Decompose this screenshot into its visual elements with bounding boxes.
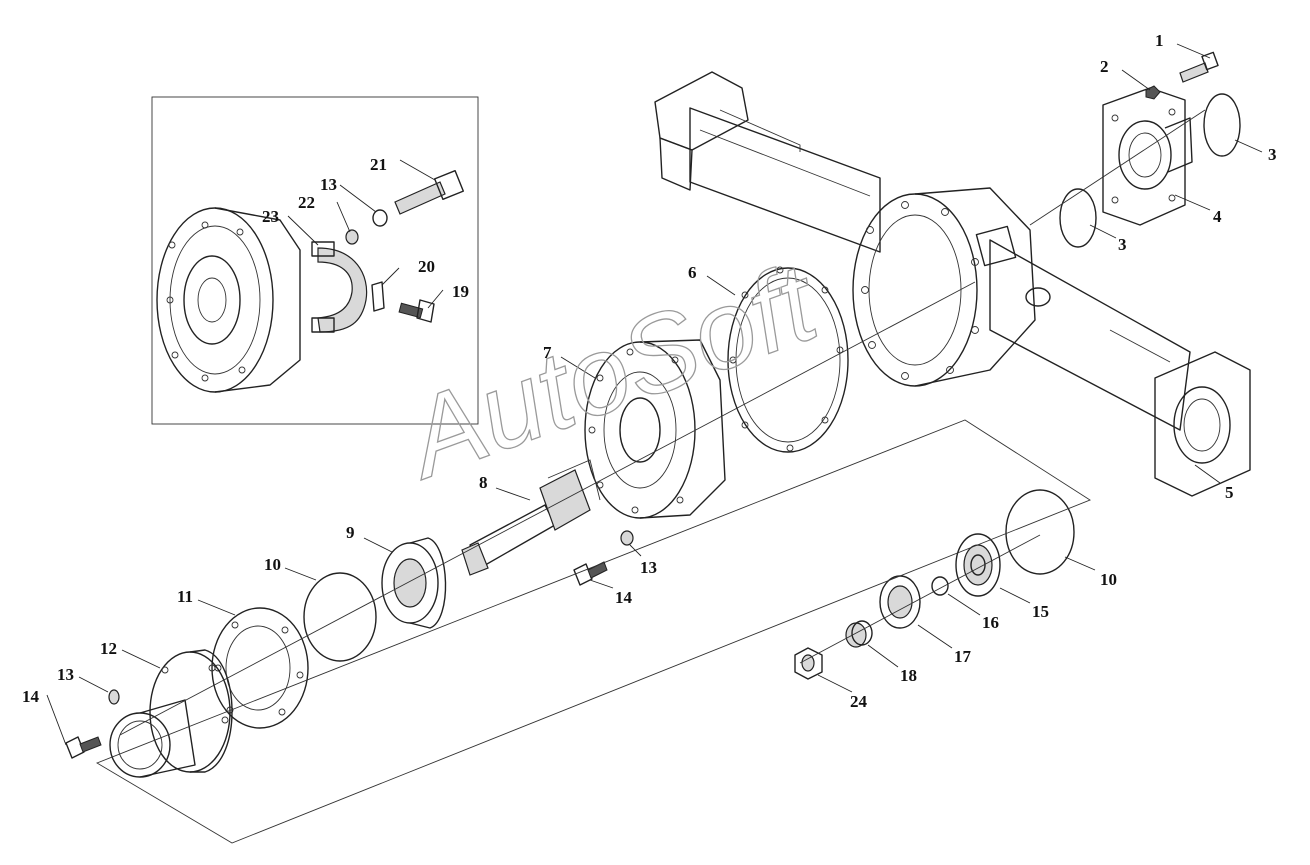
flange-12 bbox=[109, 649, 233, 778]
gasket-10-left bbox=[303, 572, 377, 662]
callout-22: 22 bbox=[298, 193, 315, 212]
lock-plate bbox=[371, 281, 385, 312]
callout-12: 12 bbox=[100, 639, 117, 658]
bolt-1 bbox=[1179, 51, 1219, 83]
callout-14-left: 14 bbox=[22, 687, 40, 706]
axle-housing bbox=[654, 71, 1251, 497]
callout-19: 19 bbox=[452, 282, 469, 301]
callout-23: 23 bbox=[262, 207, 279, 226]
callout-4: 4 bbox=[1213, 207, 1222, 226]
inset-housing bbox=[156, 207, 301, 393]
callout-2: 2 bbox=[1100, 57, 1109, 76]
bearing-cap bbox=[311, 241, 368, 333]
gasket-11 bbox=[211, 607, 309, 729]
callout-13-inset: 13 bbox=[320, 175, 337, 194]
callout-14-mid: 14 bbox=[615, 588, 633, 607]
callout-10-left: 10 bbox=[264, 555, 281, 574]
carrier-7 bbox=[584, 339, 726, 519]
bushing-22 bbox=[345, 229, 359, 245]
washer-13-mid bbox=[620, 530, 634, 546]
inset-frame bbox=[151, 96, 479, 425]
callout-5: 5 bbox=[1225, 483, 1234, 502]
spacer-18 bbox=[845, 620, 873, 648]
callout-16: 16 bbox=[982, 613, 999, 632]
bolt-21 bbox=[394, 169, 465, 215]
snap-ring-16 bbox=[931, 576, 949, 596]
callout-6: 6 bbox=[688, 263, 697, 282]
gasket-6 bbox=[727, 266, 849, 453]
callout-13-left: 13 bbox=[57, 665, 74, 684]
callout-24: 24 bbox=[850, 692, 868, 711]
callout-21: 21 bbox=[370, 155, 387, 174]
callout-3-lower: 3 bbox=[1118, 235, 1127, 254]
nut-24 bbox=[794, 647, 823, 680]
callout-8: 8 bbox=[479, 473, 488, 492]
bolt-14-mid bbox=[573, 561, 608, 586]
callout-labels: 1 2 3 3 4 5 6 7 8 9 10 10 11 12 13 13 13… bbox=[22, 31, 1277, 711]
callout-18: 18 bbox=[900, 666, 917, 685]
callout-7: 7 bbox=[543, 343, 552, 362]
gasket-3-lower bbox=[1059, 188, 1097, 248]
washer-13-left bbox=[108, 689, 120, 705]
callout-10-right: 10 bbox=[1100, 570, 1117, 589]
bearing-9 bbox=[381, 537, 447, 629]
bearing-15 bbox=[955, 533, 1001, 597]
callout-13-mid: 13 bbox=[640, 558, 657, 577]
bolt-19 bbox=[398, 299, 435, 323]
bolt-14-left bbox=[65, 736, 102, 759]
callout-17: 17 bbox=[954, 647, 972, 666]
callout-9: 9 bbox=[346, 523, 355, 542]
washer-13-inset bbox=[372, 209, 388, 227]
gasket-3-upper bbox=[1203, 93, 1241, 157]
callout-3-upper: 3 bbox=[1268, 145, 1277, 164]
callout-11: 11 bbox=[177, 587, 193, 606]
leader-lines bbox=[46, 43, 1263, 746]
callout-15: 15 bbox=[1032, 602, 1049, 621]
inset-detail bbox=[151, 96, 479, 425]
assembly-outline bbox=[95, 419, 1091, 844]
cover-4 bbox=[1102, 87, 1193, 226]
gasket-10-right bbox=[1005, 489, 1075, 575]
drive-pinion-8 bbox=[461, 459, 601, 576]
callout-1: 1 bbox=[1155, 31, 1164, 50]
callout-20: 20 bbox=[418, 257, 435, 276]
